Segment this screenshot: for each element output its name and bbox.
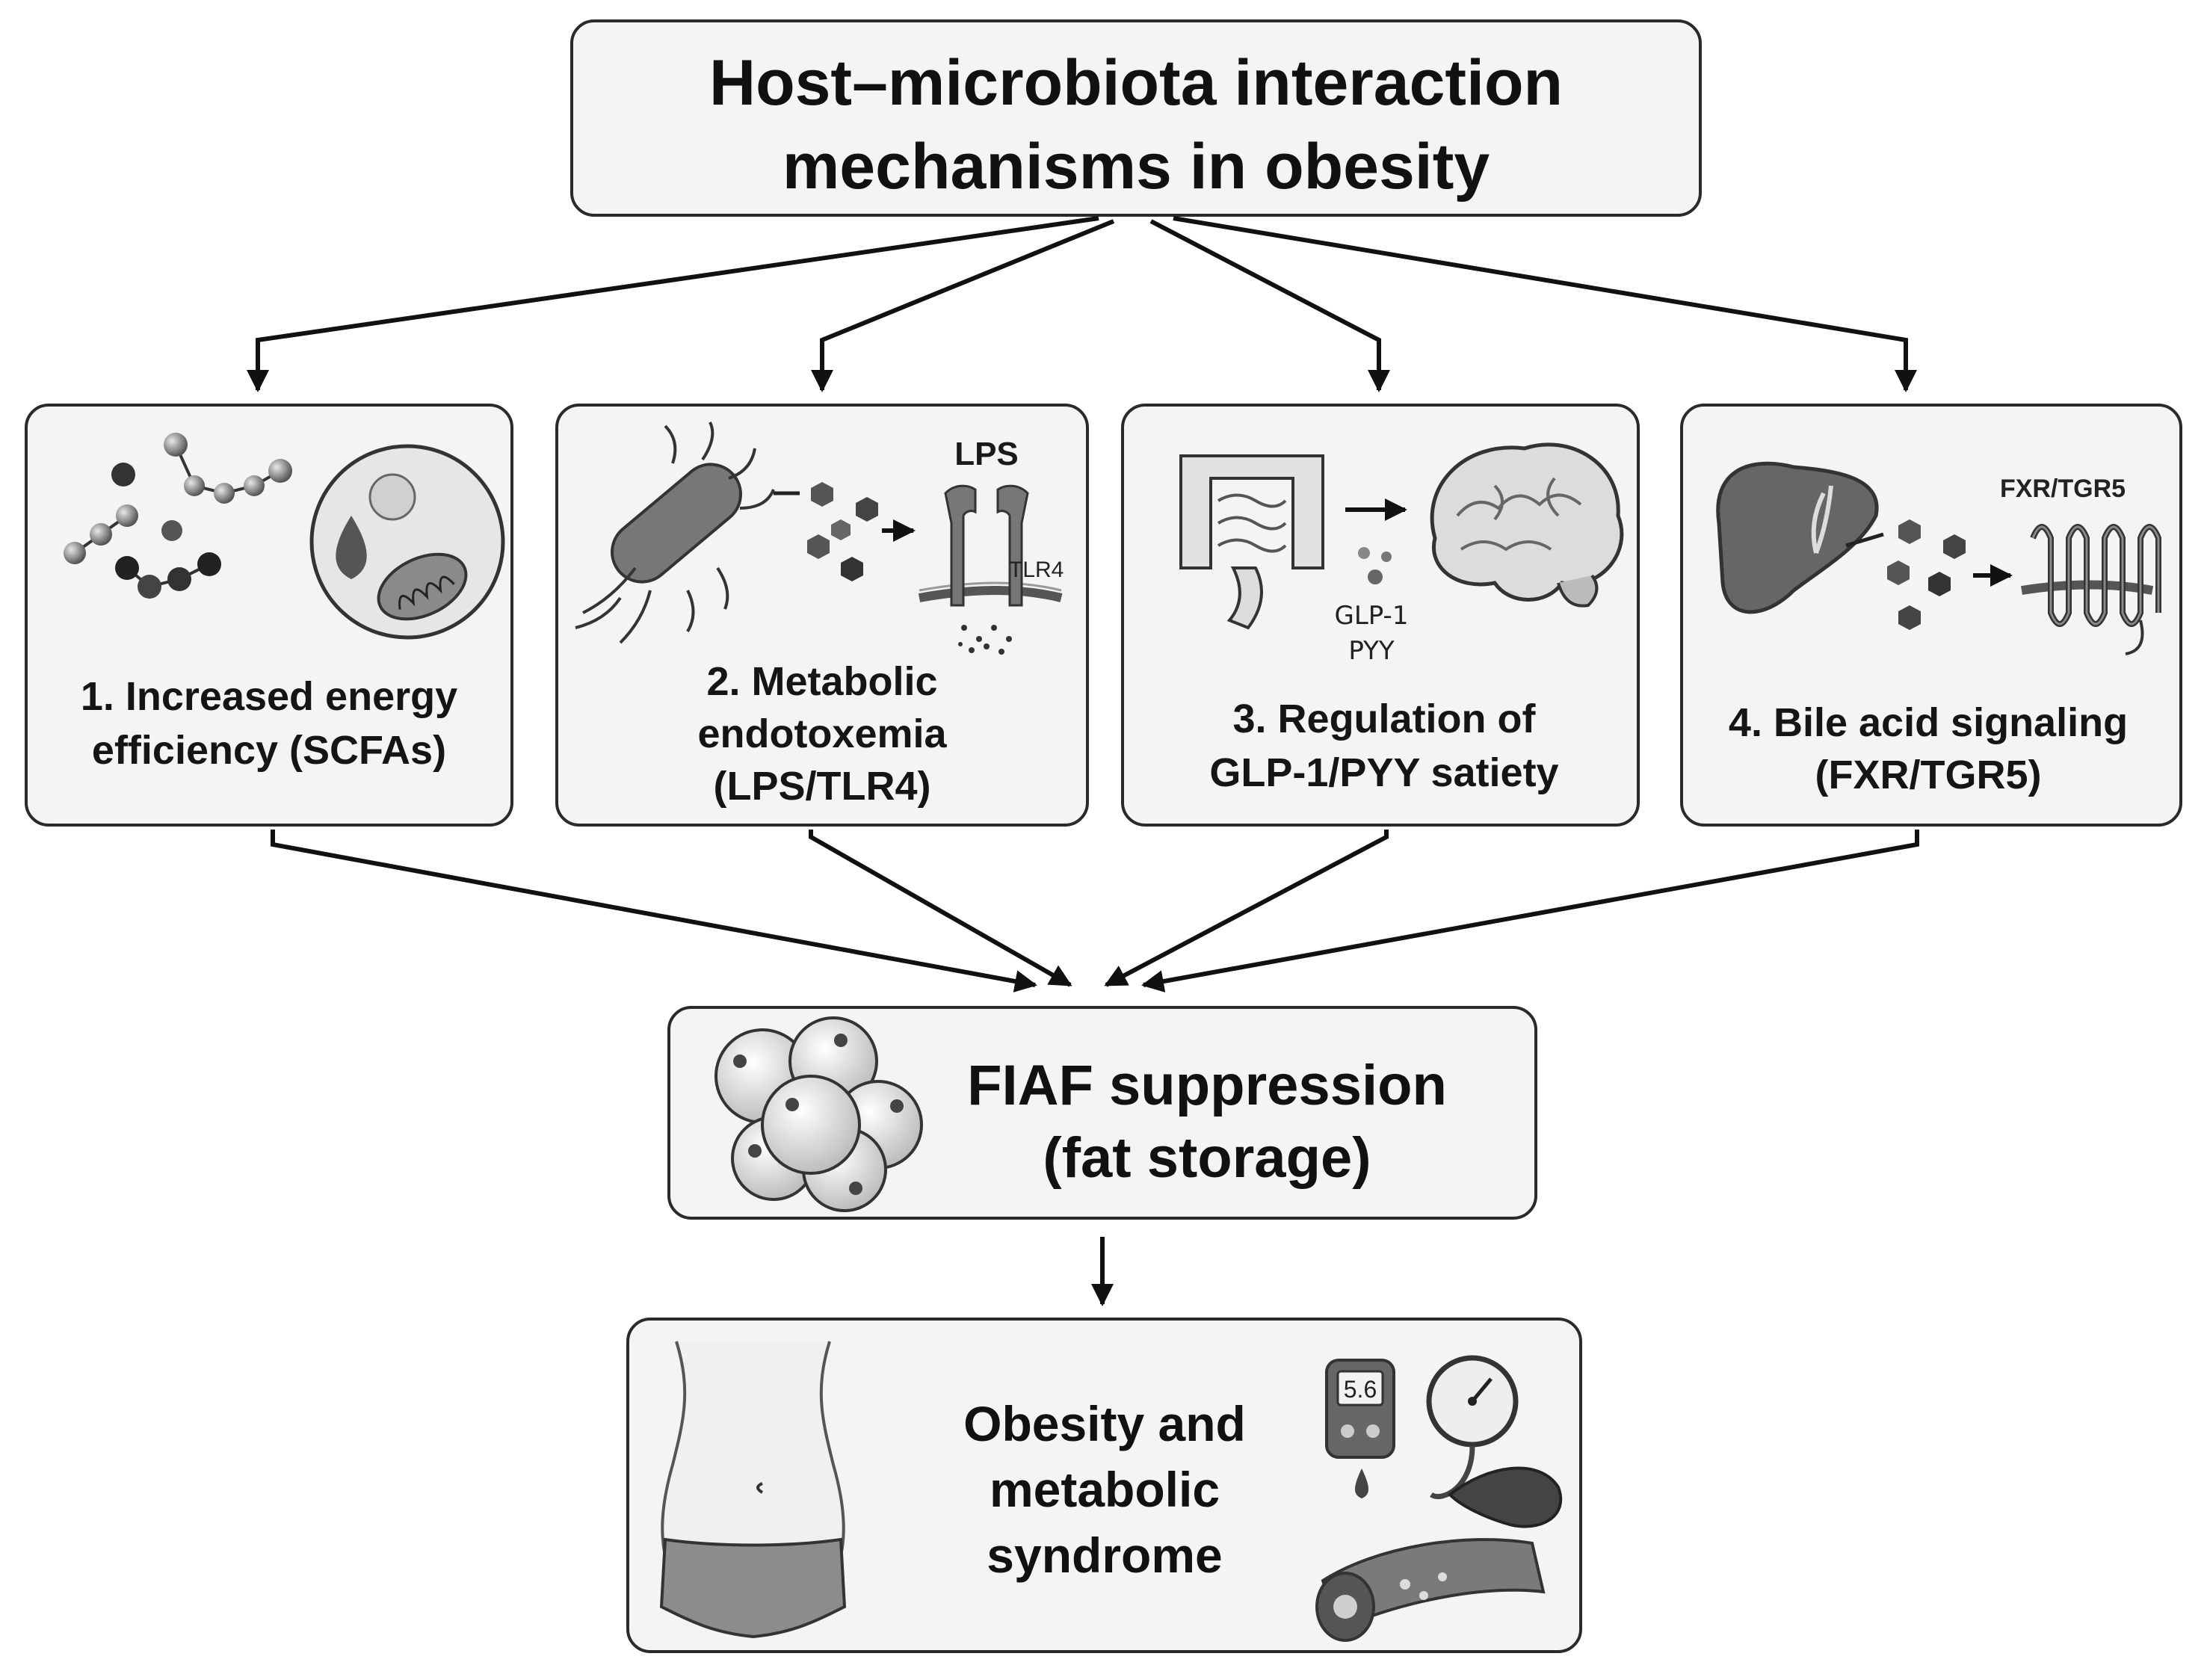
mechanism-2-line-3: (LPS/TLR4)	[714, 764, 931, 809]
mechanism-2-line-1: 2. Metabolic	[706, 659, 937, 704]
title-line-2: mechanisms in obesity	[783, 131, 1490, 203]
title-line-1: Host–microbiota interaction	[709, 47, 1563, 119]
scfa-molecules-icon	[64, 433, 292, 599]
tlr4-label: TLR4	[1009, 558, 1064, 582]
outcome-line-2: metabolic	[990, 1462, 1220, 1517]
glp1-label: GLP-1	[1335, 601, 1409, 631]
title-to-mechanisms-arrows	[247, 216, 1917, 392]
mechanism-1-line-1: 1. Increased energy	[81, 674, 457, 719]
bacterium-icon	[575, 421, 775, 644]
liver-icon	[1716, 461, 1879, 614]
glp1-pyy-particles-icon	[1358, 547, 1392, 584]
mitochondria-cell-icon	[309, 444, 505, 640]
pyy-label: PYY	[1348, 636, 1395, 666]
bile-acid-particles-icon	[1845, 519, 2013, 630]
fxr-tgr5-label: FXR/TGR5	[2000, 475, 2126, 503]
tlr4-receptor-icon	[918, 484, 1063, 655]
artery-plaque-icon	[1315, 1538, 1546, 1642]
mechanism-4-line-2: (FXR/TGR5)	[1815, 753, 2042, 797]
glucose-reading: 5.6	[1344, 1376, 1377, 1403]
outcome-line-1: Obesity and	[963, 1396, 1246, 1451]
fiaf-line-1: FIAF suppression	[967, 1054, 1447, 1117]
lps-particles-icon	[774, 482, 916, 581]
gpcr-receptor-icon	[2021, 524, 2161, 655]
mechanism-1-line-2: efficiency (SCFAs)	[92, 728, 446, 773]
mechanism-3-line-2: GLP-1/PYY satiety	[1209, 750, 1558, 795]
title-box	[570, 19, 1702, 217]
mechanism-3-line-1: 3. Regulation of	[1233, 697, 1537, 741]
fiaf-line-2: (fat storage)	[1043, 1126, 1371, 1190]
brain-icon	[1430, 442, 1624, 608]
mechanisms-to-fiaf-arrows	[271, 830, 1919, 992]
glucometer-icon	[1325, 1359, 1395, 1498]
intestine-icon	[1179, 454, 1324, 630]
outcome-line-3: syndrome	[987, 1528, 1222, 1583]
fat-cells-icon	[714, 1016, 923, 1212]
mechanism-2-line-2: endotoxemia	[697, 711, 947, 756]
lps-label: LPS	[954, 436, 1019, 472]
mechanism-4-line-1: 4. Bile acid signaling	[1729, 700, 2128, 745]
blood-pressure-gauge-icon	[1426, 1355, 1563, 1528]
abdomen-icon	[659, 1341, 847, 1639]
